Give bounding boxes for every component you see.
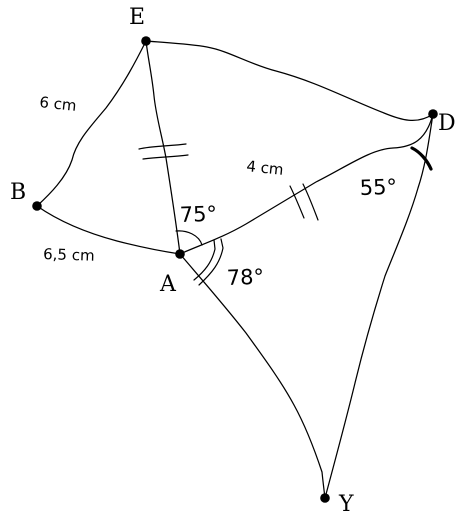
length-label-EB: 6 cm (39, 93, 78, 115)
point-B (32, 201, 42, 211)
label-Y: Y (338, 492, 354, 517)
angle-label-ADY: 55° (359, 175, 397, 200)
angle-label-EAD: 75° (179, 202, 217, 227)
point-A (175, 249, 185, 259)
point-Y (320, 493, 330, 503)
label-D: D (438, 111, 456, 136)
equal-mark-EA-top (138, 143, 187, 150)
angle-arc-DAY-outer (198, 238, 224, 286)
equal-mark-EA-bottom (142, 154, 189, 160)
point-E (141, 36, 151, 46)
segment-ED (145, 40, 434, 121)
label-A: A (159, 272, 177, 297)
label-E: E (129, 5, 145, 30)
segment-BA (36, 205, 181, 255)
label-B: B (10, 180, 26, 205)
segment-EB (36, 40, 147, 207)
angle-label-DAY: 78° (226, 265, 264, 290)
segment-AY (179, 253, 326, 499)
point-D (428, 109, 438, 119)
segment-DY (324, 113, 434, 499)
length-label-AD: 4 cm (246, 157, 285, 179)
angle-arc-ADY (410, 146, 433, 171)
equal-mark-AD-right (302, 183, 319, 221)
angle-arc-EAB (175, 230, 203, 246)
equal-mark-AD-left (289, 185, 305, 219)
length-label-BA: 6,5 cm (43, 245, 95, 265)
segment-EA (145, 40, 181, 255)
segment-AD (179, 113, 434, 255)
angle-arc-DAY-inner (193, 239, 216, 281)
